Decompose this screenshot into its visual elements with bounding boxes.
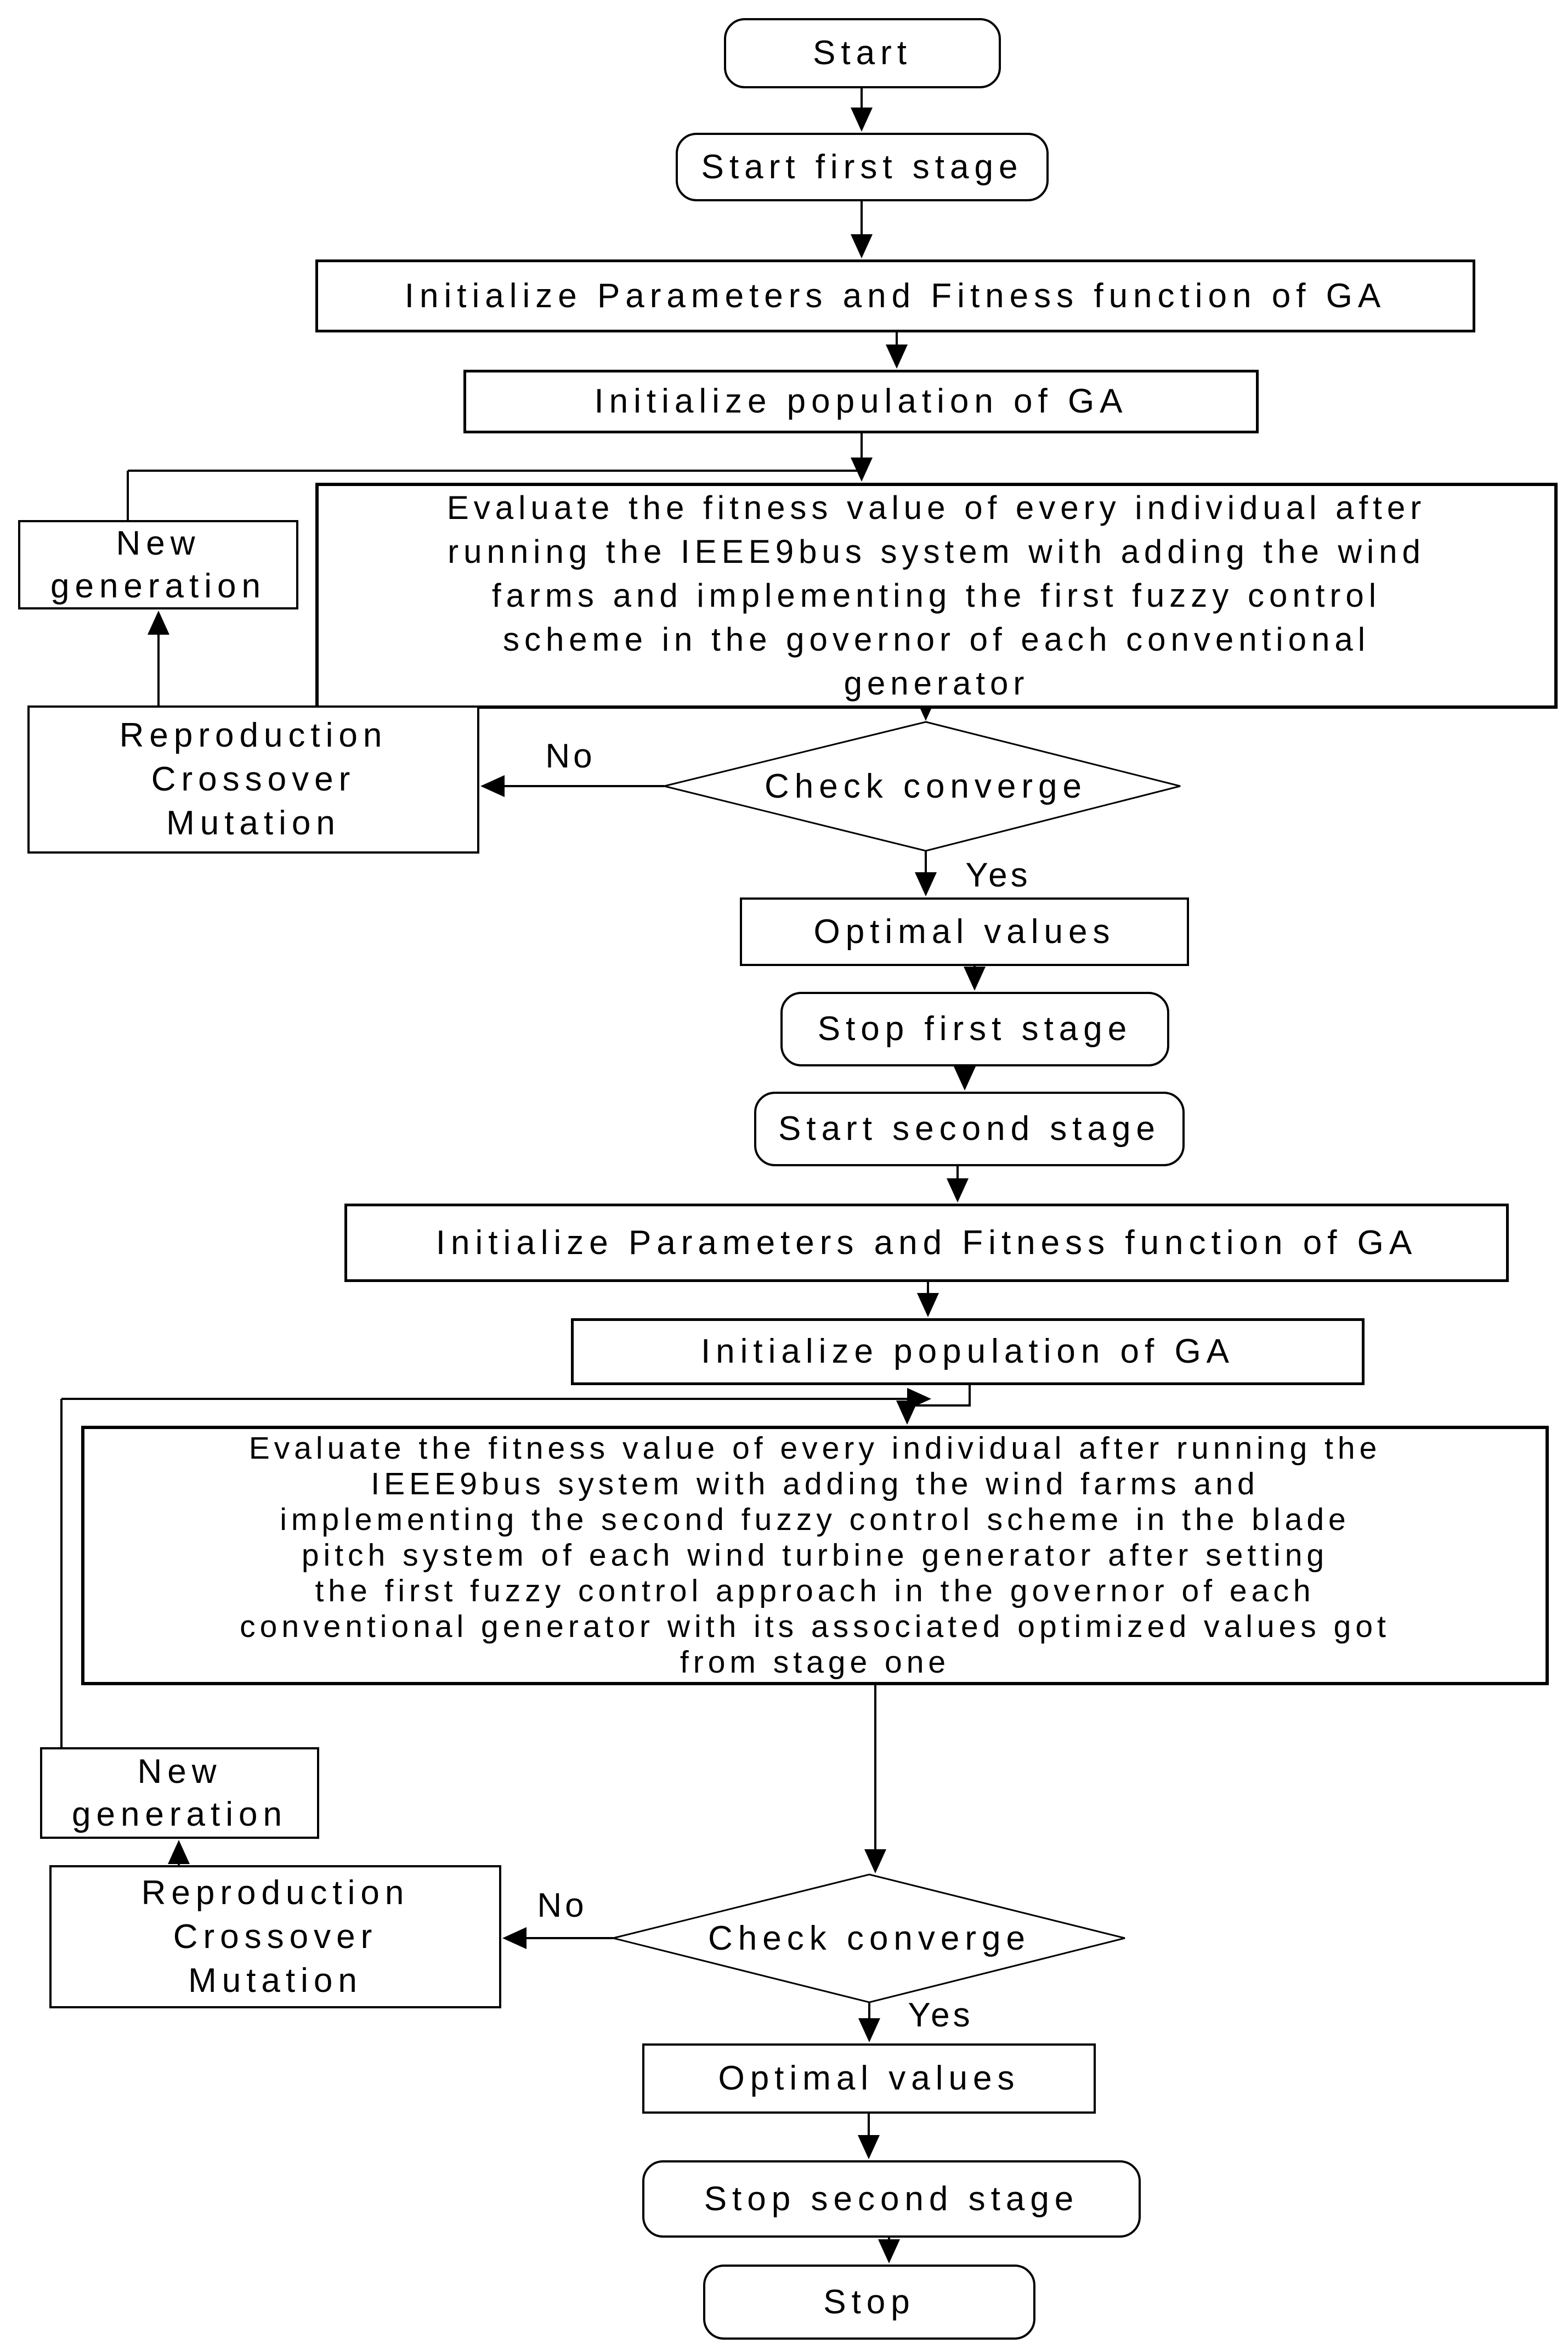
- decision-check-converge-1: [664, 721, 1181, 852]
- decision-label-check-converge-1: Check converge: [764, 767, 1088, 805]
- edge-label-yes-2: Yes: [908, 1996, 973, 2034]
- node-start-second-stage: Start second stage: [754, 1092, 1185, 1166]
- edge-label-yes-1: Yes: [965, 856, 1031, 894]
- node-new-generation-2: New generation: [40, 1747, 319, 1839]
- node-start: Start: [724, 18, 1001, 88]
- node-reproduction-1: Reproduction Crossover Mutation: [27, 705, 479, 854]
- edge-label-no-1: No: [545, 737, 596, 775]
- arrow-pop2-to-evaluate2: [896, 1385, 971, 1425]
- node-optimal-values-2: Optimal values: [642, 2043, 1096, 2114]
- edge-label-no-2: No: [537, 1886, 587, 1924]
- node-init-pop-1: Initialize population of GA: [463, 370, 1259, 433]
- node-init-params-2: Initialize Parameters and Fitness functi…: [344, 1204, 1509, 1282]
- node-evaluate-1: Evaluate the fitness value of every indi…: [315, 483, 1558, 709]
- node-stop-first-stage: Stop first stage: [780, 992, 1169, 1066]
- node-reproduction-2: Reproduction Crossover Mutation: [49, 1865, 501, 2008]
- node-optimal-values-1: Optimal values: [740, 897, 1189, 966]
- node-evaluate-2: Evaluate the fitness value of every indi…: [81, 1426, 1549, 1685]
- node-new-generation-1: New generation: [18, 520, 298, 609]
- node-init-pop-2: Initialize population of GA: [571, 1318, 1365, 1385]
- node-stop: Stop: [703, 2265, 1035, 2340]
- node-init-params-1: Initialize Parameters and Fitness functi…: [315, 259, 1475, 332]
- node-start-first-stage: Start first stage: [676, 133, 1049, 201]
- decision-check-converge-2: [613, 1873, 1125, 2003]
- decision-label-check-converge-2: Check converge: [707, 1919, 1031, 1957]
- node-stop-second-stage: Stop second stage: [642, 2160, 1141, 2238]
